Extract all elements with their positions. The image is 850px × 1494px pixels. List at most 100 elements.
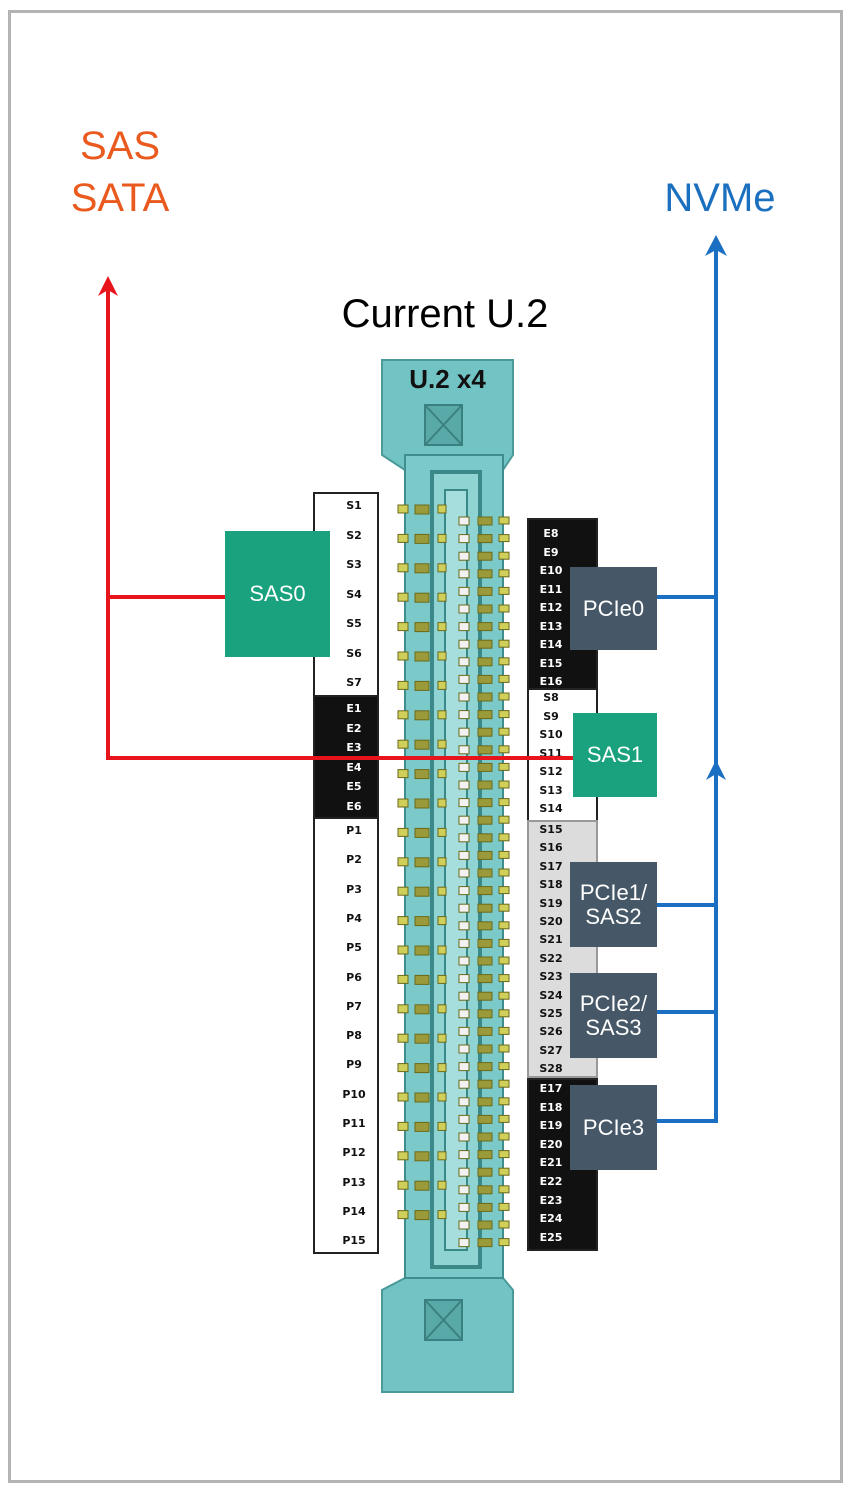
pin-label: S22 (539, 951, 563, 965)
pin-label: P4 (346, 911, 362, 925)
pin-label: S11 (539, 746, 563, 760)
contact-pad (477, 1009, 493, 1019)
pin-label: P10 (342, 1087, 366, 1101)
contact-pad (414, 1004, 430, 1015)
pin-label: S16 (539, 841, 563, 855)
contact-pad (437, 563, 447, 573)
contact-pad (437, 1033, 447, 1043)
contact-pad (498, 1044, 510, 1053)
contact-pad (477, 1150, 493, 1160)
contact-pad (414, 1033, 430, 1044)
contact-pad (397, 710, 409, 720)
contact-pad (397, 769, 409, 779)
contact-pad (458, 1150, 470, 1160)
contact-pad (458, 1079, 470, 1089)
pin-label: S20 (539, 915, 563, 928)
contact-pad (397, 563, 409, 573)
contact-pad (458, 1167, 470, 1177)
pin-label: S12 (539, 765, 563, 778)
contact-pad (477, 516, 493, 526)
contact-pad (498, 991, 510, 1000)
contact-pad (414, 798, 430, 809)
contact-pad (458, 1185, 470, 1195)
pin-label: E18 (539, 1100, 563, 1114)
contact-pad (477, 639, 493, 649)
contact-pad (498, 1026, 510, 1035)
pin-label: E21 (539, 1156, 563, 1170)
pin-label: S8 (543, 691, 559, 704)
contact-pad (437, 592, 447, 602)
contact-pad (477, 1062, 493, 1072)
contact-pad (414, 1210, 430, 1221)
contact-pad (397, 1121, 409, 1131)
contact-pad (498, 956, 510, 965)
contact-pad (437, 1121, 447, 1131)
contact-pad (437, 827, 447, 837)
contact-pad (458, 1009, 470, 1019)
contact-pad (397, 622, 409, 632)
contact-pad (397, 1063, 409, 1073)
pin-label: S23 (539, 970, 563, 984)
sas-arrow-icon (98, 276, 118, 296)
contact-pad (458, 850, 470, 860)
contact-pad (437, 710, 447, 720)
contact-pad (498, 762, 510, 771)
contact-pad (397, 592, 409, 602)
nvme-route (657, 250, 718, 1123)
contact-pad (498, 657, 510, 666)
contact-pad (437, 1063, 447, 1073)
pin-label: E3 (346, 741, 362, 754)
pin-label: P7 (346, 999, 362, 1013)
contact-pad (458, 974, 470, 984)
contact-pad (437, 945, 447, 955)
contact-pad (414, 857, 430, 868)
contact-pad (397, 916, 409, 926)
pin-label: E1 (346, 702, 362, 715)
diagram-title: Current U.2 (341, 292, 549, 336)
contact-pad (437, 533, 447, 543)
contact-pad (498, 710, 510, 719)
contact-pad (477, 1026, 493, 1036)
contact-pad (437, 857, 447, 867)
contact-pad (458, 657, 470, 667)
contact-pad (498, 833, 510, 842)
contact-pad (498, 639, 510, 648)
sas-route (106, 290, 580, 760)
nvme-label: NVMe (664, 176, 776, 220)
contact-pad (458, 938, 470, 948)
pin-label: S7 (346, 676, 362, 689)
contact-pad (414, 651, 430, 662)
contact-pad (458, 1062, 470, 1072)
contact-pad (458, 815, 470, 825)
contact-pad (477, 1238, 493, 1248)
pin-label: P5 (346, 941, 362, 955)
contact-pad (477, 586, 493, 596)
pin-label: S2 (346, 528, 362, 542)
contact-pad (397, 886, 409, 896)
contact-pad (477, 1114, 493, 1124)
sas3-label: SAS3 (585, 1014, 642, 1040)
contact-pad (477, 815, 493, 825)
contact-pad (498, 1220, 510, 1229)
contact-pad (477, 780, 493, 790)
contact-pad (458, 516, 470, 526)
contact-pad (458, 692, 470, 702)
pin-label: S13 (539, 783, 563, 797)
contact-pad (458, 1220, 470, 1230)
contact-pad (414, 886, 430, 897)
contact-pad (458, 886, 470, 896)
contact-pad (458, 569, 470, 579)
contact-pad (414, 1151, 430, 1162)
pcie0-box: PCIe0 (570, 567, 657, 650)
pin-label: E16 (539, 675, 563, 688)
contact-pad (498, 1202, 510, 1211)
pin-label: P12 (342, 1146, 366, 1160)
contact-pad (437, 651, 447, 661)
contact-pad (458, 1097, 470, 1107)
pin-label: S24 (539, 988, 563, 1002)
pin-label: E20 (539, 1137, 563, 1151)
contact-pad (414, 974, 430, 985)
pcie3-box: PCIe3 (570, 1085, 657, 1170)
pin-label: E5 (346, 780, 362, 793)
pin-label: P14 (342, 1204, 366, 1218)
